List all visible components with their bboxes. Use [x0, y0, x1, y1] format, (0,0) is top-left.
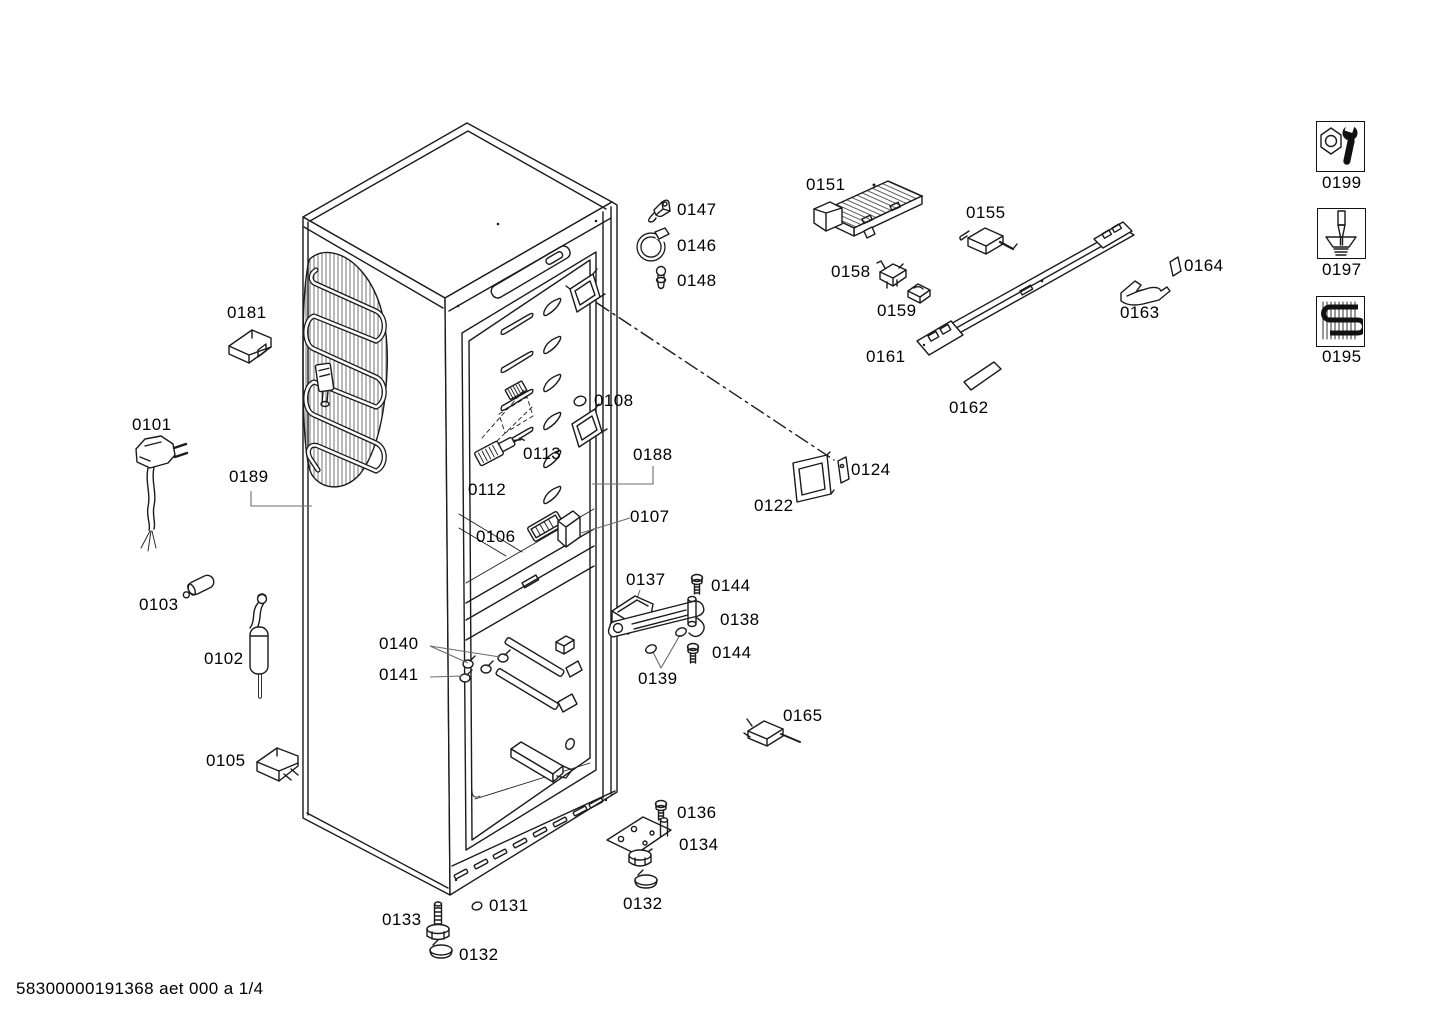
part-label-0141: 0141	[379, 665, 419, 684]
part-0112-drawing	[474, 440, 504, 467]
part-0139-hole-b	[675, 627, 687, 637]
part-0148-drawing	[655, 265, 667, 290]
part-0132b-drawing	[634, 869, 658, 889]
part-label-0163: 0163	[1120, 303, 1160, 322]
part-label-0140: 0140	[379, 634, 419, 653]
part-0103-drawing	[182, 574, 215, 599]
part-label-0132-right: 0132	[623, 894, 663, 913]
part-label-0181: 0181	[227, 303, 267, 322]
part-0165-drawing	[743, 718, 801, 747]
part-label-0113: 0113	[523, 444, 562, 463]
part-0151-drawing	[813, 180, 924, 239]
part-label-0188: 0188	[633, 445, 673, 464]
wrench-nut-icon	[1316, 121, 1365, 172]
part-label-0147: 0147	[677, 200, 717, 219]
part-label-0122: 0122	[754, 496, 794, 515]
part-label-0132-left: 0132	[459, 945, 499, 964]
part-label-0139: 0139	[638, 669, 678, 688]
part-label-0101: 0101	[132, 415, 172, 434]
part-0146-drawing	[636, 227, 672, 262]
part-0108-drawing	[573, 395, 587, 407]
part-0106-drawing	[527, 511, 565, 542]
part-label-0124: 0124	[851, 460, 891, 479]
leader-lines	[250, 302, 835, 678]
screwdriver-icon	[1317, 208, 1366, 259]
part-label-0106: 0106	[476, 527, 516, 546]
part-0164-drawing	[1169, 256, 1182, 277]
part-label-0148: 0148	[677, 271, 717, 290]
part-0131-drawing	[471, 901, 483, 911]
part-0158-drawing	[876, 260, 907, 289]
fridge-cabinet-drawing	[302, 122, 618, 896]
legend-label-0199: 0199	[1322, 173, 1362, 192]
part-label-0161: 0161	[866, 347, 906, 366]
part-0144b-drawing	[686, 642, 700, 664]
part-0144a-drawing	[690, 573, 704, 595]
part-0102-drawing	[249, 593, 269, 699]
part-label-0146: 0146	[677, 236, 717, 255]
part-label-0102: 0102	[204, 649, 244, 668]
document-footer-code: 58300000191368 aet 000 a 1/4	[16, 979, 264, 998]
part-0105-drawing	[256, 747, 299, 782]
part-0155-drawing	[959, 227, 1018, 255]
part-label-0134: 0134	[679, 835, 719, 854]
part-label-0138: 0138	[720, 610, 760, 629]
part-label-0144b: 0144	[712, 643, 752, 662]
part-label-0112: 0112	[468, 480, 507, 499]
part-label-0144a: 0144	[711, 576, 751, 595]
condenser-coil-drawing	[302, 251, 389, 488]
part-0139-hole-a	[645, 644, 657, 654]
part-0122-drawing	[792, 451, 835, 503]
part-label-0103: 0103	[139, 595, 179, 614]
part-0159-drawing	[907, 283, 931, 304]
part-0163-drawing	[1120, 280, 1171, 306]
part-label-0131: 0131	[489, 896, 529, 915]
part-label-0158: 0158	[831, 262, 871, 281]
part-0124-drawing	[837, 456, 850, 484]
part-0132a-drawing	[429, 939, 453, 959]
part-label-0105: 0105	[206, 751, 246, 770]
part-0133-drawing	[426, 901, 450, 941]
interior-back-wall-drawing	[458, 268, 608, 557]
part-0134-drawing	[606, 816, 672, 867]
part-label-0164: 0164	[1184, 256, 1224, 275]
heater-coil-icon	[1316, 296, 1367, 347]
part-label-0189: 0189	[229, 467, 269, 486]
panel-junction-box	[314, 362, 335, 393]
part-0147-drawing	[647, 199, 671, 223]
part-0161-drawing	[916, 221, 1135, 356]
part-0162-drawing	[963, 361, 1002, 391]
legend-label-0195: 0195	[1322, 347, 1362, 366]
part-label-0165: 0165	[783, 706, 823, 725]
part-label-0151: 0151	[806, 175, 846, 194]
part-label-0108: 0108	[594, 391, 634, 410]
slot-grille	[504, 380, 528, 400]
part-0138-drawing	[607, 595, 705, 638]
part-label-0137: 0137	[626, 570, 666, 589]
legend-label-0197: 0197	[1322, 260, 1362, 279]
part-label-0162: 0162	[949, 398, 989, 417]
part-label-0107: 0107	[630, 507, 670, 526]
part-0181-drawing	[228, 329, 272, 364]
part-0107-drawing	[557, 510, 581, 548]
part-0101-drawing	[135, 435, 189, 552]
part-label-0155: 0155	[966, 203, 1006, 222]
part-label-0136: 0136	[677, 803, 717, 822]
part-label-0133: 0133	[382, 910, 422, 929]
part-0136-drawing	[654, 799, 668, 821]
part-label-0159: 0159	[877, 301, 917, 320]
